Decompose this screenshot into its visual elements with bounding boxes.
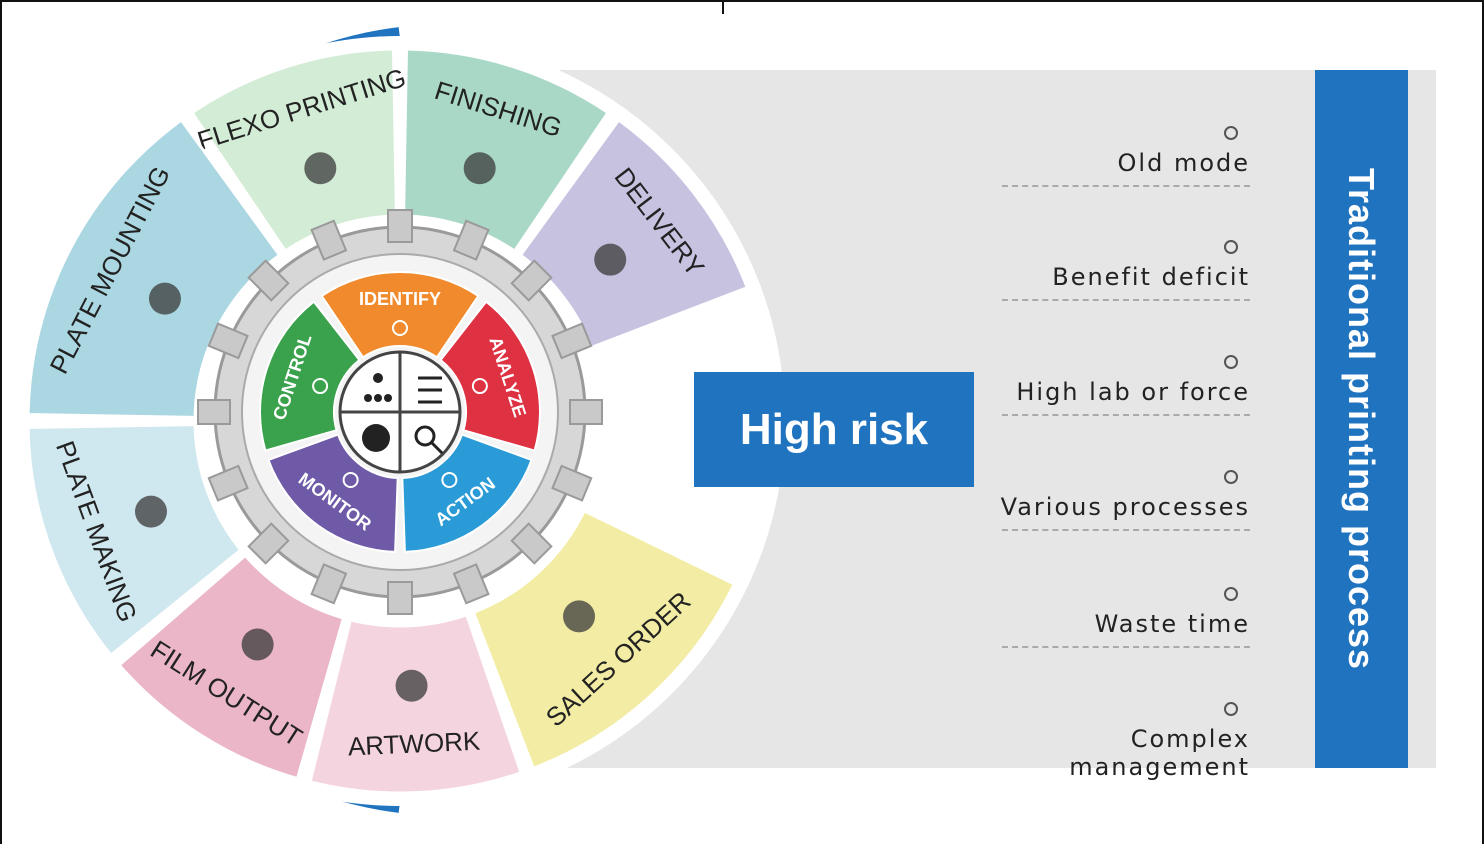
issue-item: Old mode: [950, 126, 1250, 187]
gear-tooth: [551, 322, 593, 360]
side-title-bar: [1315, 70, 1408, 768]
circle-bullet-icon: [1224, 470, 1238, 484]
issue-item: Waste time: [950, 587, 1250, 648]
side-title: Traditional printing process: [1341, 167, 1382, 671]
circle-bullet-icon: [1224, 355, 1238, 369]
pallet-worker-icon: [463, 152, 496, 185]
circle-bullet-icon: [1224, 702, 1238, 716]
gear-tooth: [551, 464, 593, 502]
issue-item: Complex management: [950, 702, 1250, 781]
issue-label: Complex management: [1069, 725, 1250, 781]
circle-bullet-icon: [1224, 587, 1238, 601]
cycle-icon-monitor: [342, 471, 359, 488]
dashed-divider: [1002, 414, 1250, 416]
gear-tooth: [247, 259, 290, 302]
ruler-pencil-icon: [148, 282, 181, 315]
issue-item: High lab or force: [950, 355, 1250, 416]
dashed-divider: [1002, 646, 1250, 648]
stage-artwork: [308, 612, 524, 795]
printing-press-icon: [304, 152, 337, 185]
gear-tooth: [207, 464, 249, 502]
film-aa-icon: [241, 628, 274, 661]
issue-item: Various processes: [950, 470, 1250, 531]
stage-finishing: [402, 47, 611, 254]
cycle-icon-identify: [392, 320, 408, 336]
cycle-label-identify: IDENTIFY: [359, 289, 441, 309]
gear-tooth: [387, 209, 413, 243]
dashed-divider: [1002, 185, 1250, 187]
issue-label: Waste time: [1094, 610, 1250, 638]
cycle-control: [259, 300, 361, 452]
circle-bullet-icon: [1224, 126, 1238, 140]
shopping-cart-icon: [563, 600, 596, 633]
cycle-monitor: [267, 433, 399, 553]
cycle-icon-action: [441, 471, 458, 488]
issue-item: Benefit deficit: [950, 240, 1250, 301]
stage-label-artwork: ARTWORK: [347, 726, 481, 762]
plate-aa-icon: [134, 495, 167, 528]
truck-forklift-icon: [594, 243, 627, 276]
frame-divider: [722, 0, 724, 14]
stage-plate-making: [26, 423, 243, 658]
cycle-icon-analyze: [471, 378, 488, 395]
gear-tooth: [310, 219, 348, 261]
issue-label: Various processes: [1000, 493, 1250, 521]
stage-film-output: [117, 553, 346, 781]
high-risk-label: High risk: [739, 404, 929, 454]
cycle-icon-control: [312, 378, 329, 395]
dashed-divider: [1002, 299, 1250, 301]
issue-label: Old mode: [1117, 149, 1250, 177]
cycle-identify: [320, 271, 480, 359]
stage-sales-order: [471, 508, 737, 771]
gear-tooth: [569, 399, 603, 425]
artist-tools-icon: [395, 669, 428, 702]
checklist-icon: [418, 376, 442, 404]
gear-tooth: [452, 219, 490, 261]
gear-tooth: [310, 563, 348, 605]
gear-tooth: [247, 522, 290, 565]
gear-tooth: [207, 322, 249, 360]
magnifier-icon: [414, 425, 444, 455]
issue-label: Benefit deficit: [1052, 263, 1250, 291]
pie-chart-icon: [362, 424, 390, 452]
dashed-divider: [1002, 529, 1250, 531]
gear-tooth: [510, 259, 553, 302]
gear-tooth: [452, 563, 490, 605]
gear-tooth: [510, 522, 553, 565]
cycle-action: [401, 433, 533, 553]
cycle-analyze: [439, 300, 541, 452]
hierarchy-icon: [364, 373, 392, 402]
gear-tooth: [197, 399, 231, 425]
stage-plate-mounting: [26, 117, 282, 419]
gear-tooth: [387, 581, 413, 615]
issue-label: High lab or force: [1016, 378, 1250, 406]
high-risk-box: High risk: [694, 372, 974, 487]
circle-bullet-icon: [1224, 240, 1238, 254]
